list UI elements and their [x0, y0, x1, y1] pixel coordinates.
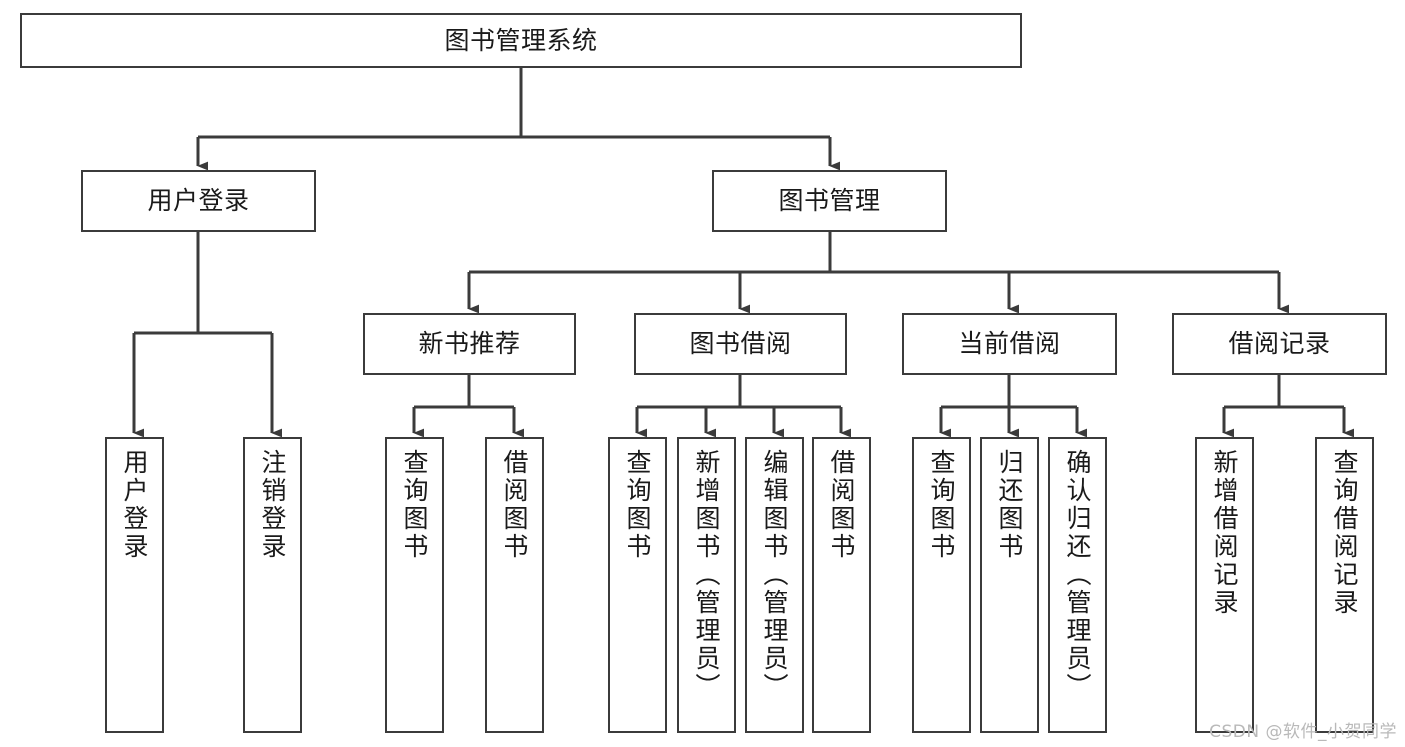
node-leaf-confirm-return-admin[interactable]: 确认归还（管理员）	[1048, 437, 1107, 733]
node-label: 查询借阅记录	[1330, 449, 1359, 617]
node-label: 图书管理系统	[444, 25, 598, 55]
node-label: 借阅图书	[827, 449, 856, 561]
node-label: 图书管理	[778, 186, 881, 216]
node-label: 借阅记录	[1228, 329, 1331, 359]
node-leaf-query-borrow-record[interactable]: 查询借阅记录	[1315, 437, 1374, 733]
node-label: 用户登录	[120, 449, 149, 561]
node-label: 新增借阅记录	[1210, 449, 1239, 617]
node-label: 用户登录	[147, 186, 250, 216]
node-label: 查询图书	[927, 449, 956, 561]
watermark-text: CSDN @软件_小贺同学	[1209, 722, 1397, 742]
node-leaf-query-book-borrow[interactable]: 查询图书	[608, 437, 667, 733]
node-label: 图书借阅	[689, 329, 792, 359]
node-leaf-user-login[interactable]: 用户登录	[105, 437, 164, 733]
node-label: 当前借阅	[958, 329, 1061, 359]
node-borrowing-record[interactable]: 借阅记录	[1172, 313, 1387, 375]
node-leaf-query-book-newbook[interactable]: 查询图书	[385, 437, 444, 733]
node-label: 新增图书（管理员）	[692, 449, 721, 701]
node-new-book-recommendation[interactable]: 新书推荐	[363, 313, 576, 375]
node-label: 查询图书	[400, 449, 429, 561]
node-leaf-add-book-admin[interactable]: 新增图书（管理员）	[677, 437, 736, 733]
node-leaf-return-book[interactable]: 归还图书	[980, 437, 1039, 733]
node-user-login[interactable]: 用户登录	[81, 170, 316, 232]
node-label: 查询图书	[623, 449, 652, 561]
node-label: 归还图书	[995, 449, 1024, 561]
node-book-management[interactable]: 图书管理	[712, 170, 947, 232]
node-label: 注销登录	[258, 449, 287, 561]
node-book-borrowing[interactable]: 图书借阅	[634, 313, 847, 375]
node-label: 借阅图书	[500, 449, 529, 561]
node-leaf-logout[interactable]: 注销登录	[243, 437, 302, 733]
node-label: 确认归还（管理员）	[1063, 449, 1092, 701]
node-current-borrowing[interactable]: 当前借阅	[902, 313, 1117, 375]
node-root-book-management-system[interactable]: 图书管理系统	[20, 13, 1022, 68]
node-label: 编辑图书（管理员）	[760, 449, 789, 701]
node-label: 新书推荐	[418, 329, 521, 359]
node-leaf-add-borrow-record[interactable]: 新增借阅记录	[1195, 437, 1254, 733]
node-leaf-borrow-book[interactable]: 借阅图书	[812, 437, 871, 733]
node-leaf-edit-book-admin[interactable]: 编辑图书（管理员）	[745, 437, 804, 733]
node-leaf-borrow-book-newbook[interactable]: 借阅图书	[485, 437, 544, 733]
node-leaf-query-book-current[interactable]: 查询图书	[912, 437, 971, 733]
